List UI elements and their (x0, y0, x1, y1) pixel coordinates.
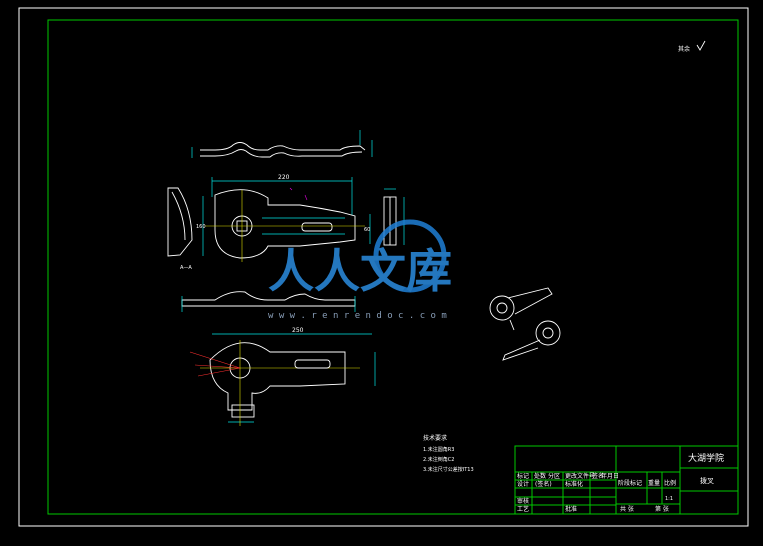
right-side-view (383, 188, 405, 246)
watermark-brand: 人人文库 (268, 244, 452, 298)
tb-row-label-0: 标记 (517, 472, 529, 480)
roughness-symbol (696, 40, 706, 51)
tb-check-label: 审核 (517, 497, 529, 505)
watermark-url: w w w . r e n r e n d o c . c o m (268, 311, 447, 321)
middle-profile-view (181, 291, 356, 312)
tb-row-label-1: 处数 (534, 472, 546, 480)
tech-req-line-1: 1.未注圆角R3 (423, 446, 454, 453)
left-section-view: A—A (167, 187, 193, 271)
tb-weight-label: 重量 (648, 479, 660, 487)
tech-req-line-3: 3.未注尺寸公差按IT13 (423, 466, 474, 473)
roughness-note: 其余 (678, 45, 690, 53)
watermark: 人人文库 w w w . r e n r e n d o c . c o m (268, 219, 452, 321)
tb-design-label: 设计 (517, 480, 529, 488)
tb-approve-label: 批准 (565, 505, 577, 513)
tb-sheet-total: 共 张 (620, 505, 634, 513)
bottom-plan-view: 250 (189, 327, 376, 426)
isometric-view-2 (502, 320, 561, 361)
top-profile-view (191, 130, 373, 158)
outer-border (18, 7, 749, 527)
tb-scale-label: 比例 (664, 479, 676, 487)
section-label-a: A—A (180, 265, 192, 271)
tb-row-label-4: 签名 (592, 472, 604, 480)
main-front-view: 220 160 60 (196, 174, 370, 262)
isometric-view-1 (489, 287, 553, 331)
dim-side: 60 (364, 227, 370, 233)
tb-stage-label: 阶段标记 (618, 479, 642, 487)
scale-value: 1:1 (665, 496, 673, 502)
title-block: 大湖学院 拨叉 1:1 标记 处数 分区 更改文件号 签名 年月日 设计 (签名… (514, 445, 739, 515)
tb-sheet-number: 第 张 (655, 505, 669, 513)
tech-req-title: 技术要求 (423, 434, 447, 442)
tb-design-sign: (签名) (535, 480, 552, 488)
dim-mid-height: 160 (196, 224, 206, 230)
tech-req-line-2: 2.未注倒角C2 (423, 456, 454, 463)
inner-border (47, 19, 739, 515)
part-name: 拨叉 (700, 476, 714, 485)
tb-standard-label: 标准化 (565, 480, 583, 488)
school-name: 大湖学院 (688, 452, 724, 464)
technical-requirements: 技术要求 1.未注圆角R3 2.未注倒角C2 3.未注尺寸公差按IT13 (423, 434, 474, 473)
dim-top-width: 220 (278, 174, 290, 181)
tb-row-label-3: 更改文件号 (565, 472, 595, 480)
tb-process-label: 工艺 (517, 505, 529, 513)
tb-row-label-5: 年月日 (601, 472, 619, 480)
tb-row-label-2: 分区 (548, 472, 560, 480)
dim-bottom-width: 250 (292, 327, 304, 334)
